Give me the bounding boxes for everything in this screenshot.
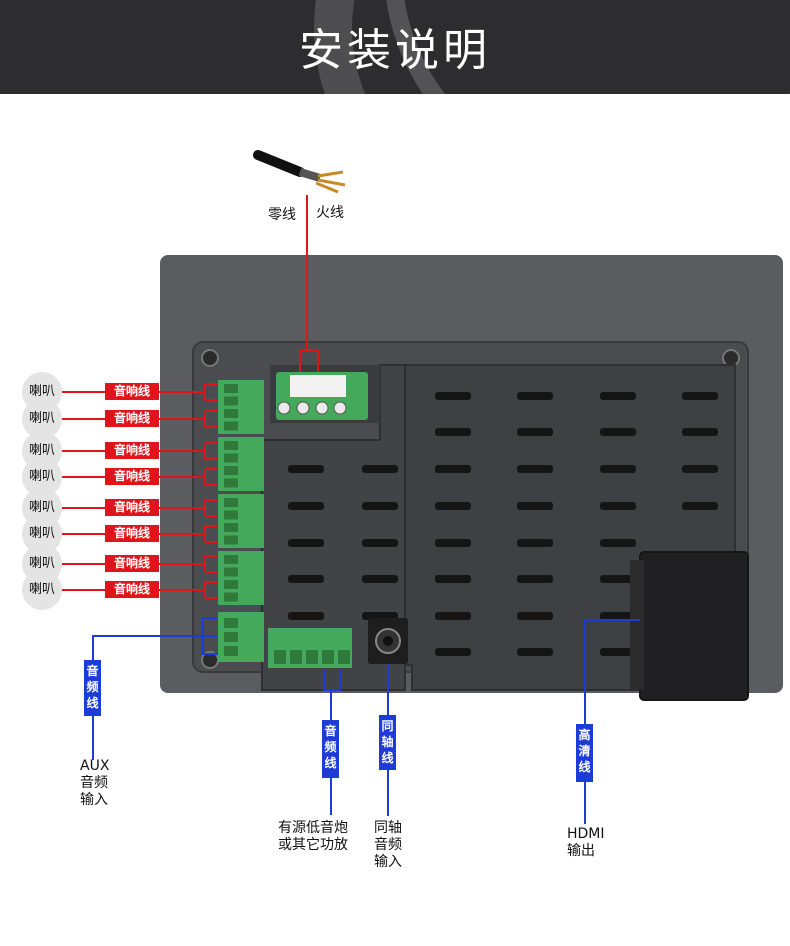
vent-slot xyxy=(600,575,636,583)
subwoofer-label: 有源低音炮或其它功放 xyxy=(278,820,348,853)
vent-slot xyxy=(435,539,471,547)
vent-slot xyxy=(435,612,471,620)
vent-slot xyxy=(600,648,636,656)
speaker-wire-line xyxy=(62,442,218,460)
vent-slot xyxy=(362,502,398,510)
hdmi-module xyxy=(630,560,644,690)
speaker-connector-slot xyxy=(224,466,238,475)
vent-slot xyxy=(517,575,553,583)
vent-slot xyxy=(435,502,471,510)
live-wire-label: 火线 xyxy=(316,205,344,221)
speaker-lines xyxy=(62,383,218,599)
vent-slot xyxy=(517,465,553,473)
speaker-wire-tag: 音响线 xyxy=(105,581,159,598)
speaker-connector-slot xyxy=(224,523,238,532)
vent-board xyxy=(261,364,406,691)
speaker-connector-slot xyxy=(224,555,238,564)
sub-connector-slots xyxy=(274,650,350,664)
speaker-connector-slot xyxy=(224,478,238,488)
vent-slot xyxy=(288,539,324,547)
speaker-wire-tag: 音响线 xyxy=(105,383,159,400)
vent-slot xyxy=(517,392,553,400)
vent-slot xyxy=(517,648,553,656)
vent-slot xyxy=(517,539,553,547)
header-banner: 安装说明 xyxy=(0,0,790,94)
vent-slot xyxy=(600,612,636,620)
speaker-wire-tag: 音响线 xyxy=(105,410,159,427)
vent-slot xyxy=(517,612,553,620)
vent-slot xyxy=(435,392,471,400)
vent-slot xyxy=(288,502,324,510)
aux-audio-wire-tag: 音频线 xyxy=(84,660,101,716)
vent-slot xyxy=(435,465,471,473)
speaker-wire-tag: 音响线 xyxy=(105,555,159,572)
speaker-connector-slot xyxy=(224,498,238,507)
vent-slot xyxy=(517,428,553,436)
coax-jack xyxy=(383,636,393,646)
power-cable-icon xyxy=(253,150,346,194)
speaker-connector-slot xyxy=(224,396,238,406)
speaker-wire-line xyxy=(62,383,218,401)
speaker-wire-tag: 音响线 xyxy=(105,525,159,542)
vent-slot xyxy=(435,575,471,583)
vent-slot xyxy=(288,612,324,620)
vent-slot xyxy=(682,465,718,473)
vent-slot xyxy=(682,502,718,510)
speaker-wire-line xyxy=(62,581,218,599)
vent-slot xyxy=(362,465,398,473)
vent-slot xyxy=(600,502,636,510)
speaker-wire-tag: 音响线 xyxy=(105,468,159,485)
speaker-connector-slot xyxy=(224,441,238,450)
page-title: 安装说明 xyxy=(299,25,491,76)
vent-slot xyxy=(435,428,471,436)
power-lines xyxy=(299,195,319,372)
vent-slot xyxy=(600,392,636,400)
speaker-wire-line xyxy=(62,499,218,517)
header-decoration xyxy=(314,0,790,94)
speaker-connector-slot xyxy=(224,421,238,431)
speaker-connector-slot xyxy=(224,567,238,577)
speaker-wire-tag: 音响线 xyxy=(105,499,159,516)
speaker-wire-line xyxy=(62,525,218,543)
speaker-label: 喇叭 xyxy=(22,399,62,439)
speaker-connector-slot xyxy=(224,580,238,589)
speaker-label: 喇叭 xyxy=(22,570,62,610)
sub-audio-wire-tag: 音频线 xyxy=(322,720,339,778)
speaker-connector-slot xyxy=(224,535,238,545)
speaker-connector-slot xyxy=(224,409,238,418)
vent-slot xyxy=(600,428,636,436)
vent-slot xyxy=(600,465,636,473)
speaker-connector-slot xyxy=(224,384,238,393)
speaker-connector-slot xyxy=(224,592,238,602)
speaker-connector-slot xyxy=(224,453,238,463)
speaker-wire-line xyxy=(62,410,218,428)
vent-slot xyxy=(682,392,718,400)
vent-slot xyxy=(517,502,553,510)
vent-slots xyxy=(288,392,718,656)
signal-lines xyxy=(92,617,640,824)
speaker-wire-line xyxy=(62,468,218,486)
power-terminal-label xyxy=(290,375,346,397)
vent-slot xyxy=(362,539,398,547)
vent-slot xyxy=(288,575,324,583)
vent-slot xyxy=(362,575,398,583)
speaker-wire-tag: 音响线 xyxy=(105,442,159,459)
vent-slot xyxy=(600,539,636,547)
neutral-wire-label: 零线 xyxy=(268,207,296,223)
speaker-connector-slot xyxy=(224,510,238,520)
hdmi-module xyxy=(639,551,749,701)
hdmi-wire-tag: 高清线 xyxy=(576,724,593,782)
speaker-wire-line xyxy=(62,555,218,573)
coax-input-label: 同轴音频输入 xyxy=(374,820,402,870)
coax-wire-tag: 同轴线 xyxy=(379,715,396,770)
vent-slot xyxy=(288,465,324,473)
vent-slot xyxy=(435,648,471,656)
terminal-screw-icons xyxy=(277,401,347,415)
aux-connector-slots xyxy=(224,618,238,656)
vent-slot xyxy=(682,428,718,436)
speaker-connectors xyxy=(218,380,264,605)
